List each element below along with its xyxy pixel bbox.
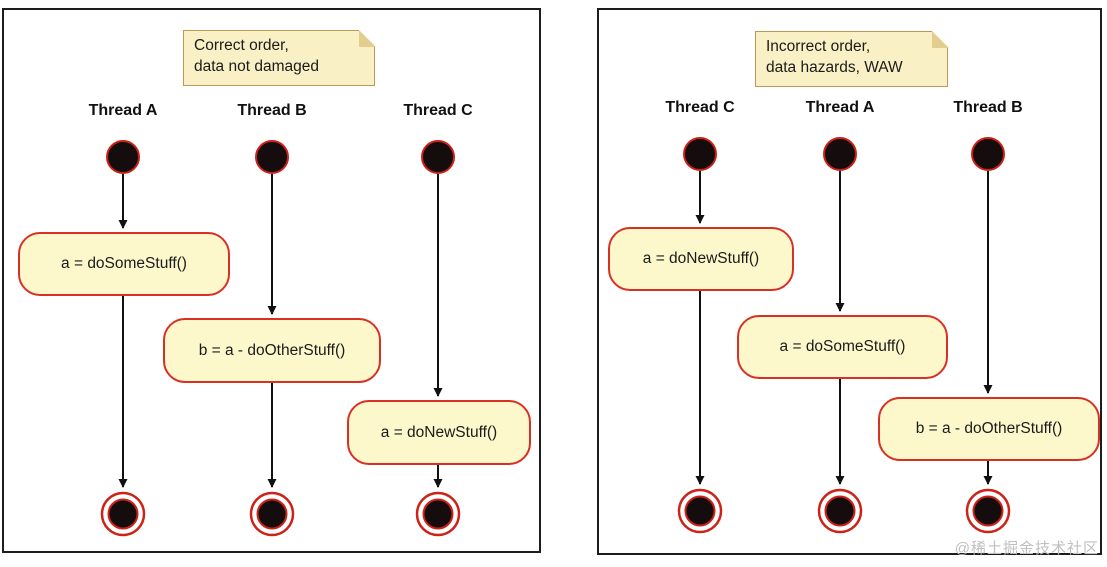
end-node-icon [817,488,863,534]
activity-box-dosomestuff: a = doSomeStuff() [18,232,230,296]
note-line: data not damaged [194,58,319,75]
activity-label: a = doSomeStuff() [779,338,906,355]
note-line: Incorrect order, [766,38,871,55]
activity-label: a = doNewStuff() [642,250,760,267]
activity-box-dosomestuff: a = doSomeStuff() [737,315,948,379]
activity-label: b = a - doOtherStuff() [915,420,1063,437]
start-node-icon [971,137,1005,171]
start-node-icon [255,140,289,174]
activity-label: b = a - doOtherStuff() [198,341,346,359]
note-fold-icon [931,30,949,48]
end-node-icon [677,488,723,534]
start-node-icon [823,137,857,171]
start-node-icon [106,140,140,174]
activity-label: a = doNewStuff() [380,423,498,441]
end-node-icon [415,491,461,537]
activity-box-donewstuff: a = doNewStuff() [608,227,794,291]
note-fold-icon [358,29,376,47]
note-correct-order: Correct order, data not damaged [183,29,376,86]
thread-label-b: Thread B [237,102,307,119]
thread-label-c: Thread C [403,102,473,119]
start-node-icon [683,137,717,171]
end-node-icon [965,488,1011,534]
end-node-icon [100,491,146,537]
thread-label-a: Thread A [805,99,875,116]
activity-label: a = doSomeStuff() [61,255,187,272]
thread-label-c: Thread C [665,99,735,116]
thread-label-a: Thread A [88,102,158,119]
activity-box-donewstuff: a = doNewStuff() [347,400,531,465]
note-line: Correct order, [194,37,289,54]
start-node-icon [421,140,455,174]
watermark: @稀土掘金技术社区 [954,540,1099,557]
note-incorrect-order: Incorrect order, data hazards, WAW [755,30,949,87]
thread-label-b: Thread B [953,99,1023,116]
end-node-icon [249,491,295,537]
note-line: data hazards, WAW [766,59,903,76]
activity-box-dootherstuff: b = a - doOtherStuff() [163,318,381,383]
activity-box-dootherstuff: b = a - doOtherStuff() [878,397,1100,461]
